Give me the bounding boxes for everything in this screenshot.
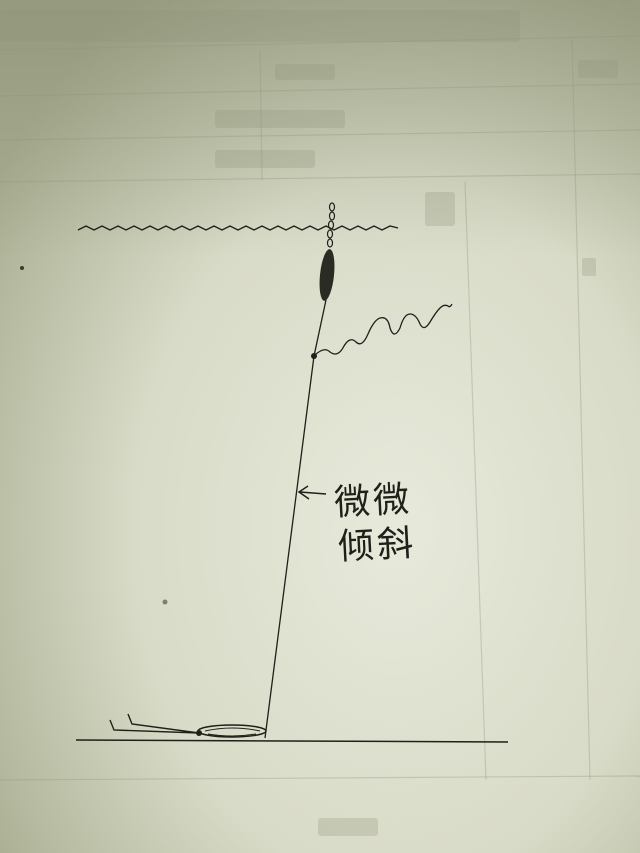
arrow-icon	[297, 485, 327, 500]
float-tip	[326, 202, 336, 248]
speck	[20, 266, 24, 270]
bleed-through-text	[0, 10, 618, 836]
speck	[162, 599, 168, 605]
main-line-wavy	[313, 303, 453, 357]
float-body	[319, 249, 335, 301]
hook-line	[109, 713, 200, 734]
bottom-line	[75, 739, 509, 743]
water-surface-line	[77, 225, 399, 231]
sinker-hatching	[204, 727, 261, 737]
bleed-through-table	[0, 35, 640, 781]
annotation-line-2: 倾斜	[337, 522, 418, 569]
